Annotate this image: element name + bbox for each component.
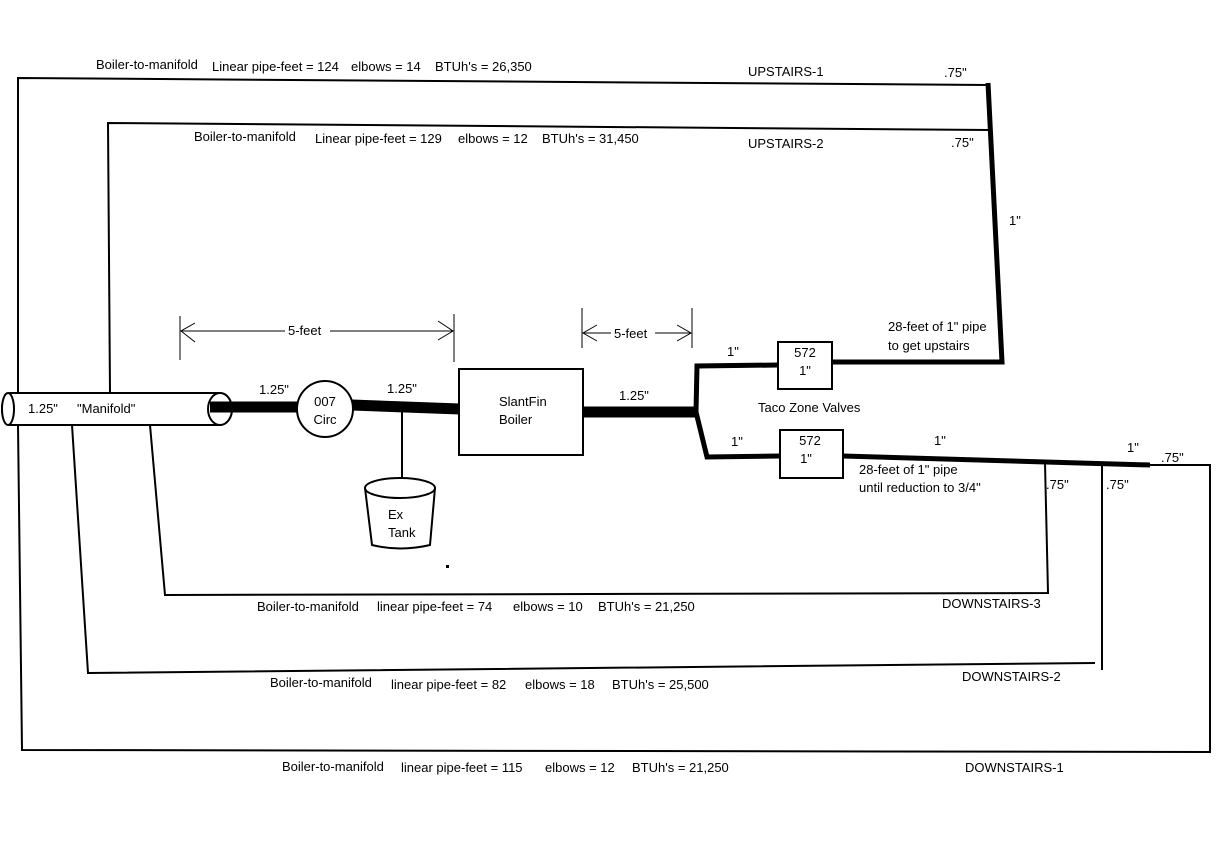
zone-name-upstairs-2: UPSTAIRS-2 [748, 136, 824, 151]
zone-valve-upper [777, 341, 833, 390]
zone-valve-lower [779, 429, 844, 479]
left-dimension-marker [179, 314, 455, 362]
ex-tank-label-1: Ex [388, 507, 404, 522]
pipe-size-downstairs-2: .75" [1106, 477, 1129, 492]
expansion-tank [364, 477, 436, 550]
zone-valve-upper-size: 1" [799, 363, 811, 378]
pipe-size-manifold-circ: 1.25" [259, 382, 289, 397]
zone-downstairs-3-info: Boiler-to-manifold linear pipe-feet = 74… [257, 599, 695, 614]
zone-btu: BTUh's = 21,250 [632, 760, 729, 775]
zone-route: Boiler-to-manifold [96, 57, 198, 72]
zone-downstairs-1-info: Boiler-to-manifold linear pipe-feet = 11… [282, 759, 729, 775]
boiler [458, 368, 584, 456]
manifold-size-label: 1.25" [28, 401, 58, 416]
pipe-size-lower-run: 1" [934, 433, 946, 448]
zone-name-upstairs-1: UPSTAIRS-1 [748, 64, 824, 79]
upstairs-note-line-1: 28-feet of 1" pipe [888, 319, 987, 334]
downstairs-2-loop [71, 424, 1096, 675]
zone-valves-caption: Taco Zone Valves [758, 400, 861, 415]
downstairs-1-loop [17, 424, 1211, 754]
downstairs-note-line-1: 28-feet of 1" pipe [859, 462, 958, 477]
pipe-size-lower-branch: 1" [731, 434, 743, 449]
zone-btu: BTUh's = 26,350 [435, 59, 532, 74]
pipe-size-upstairs-1: .75" [944, 65, 967, 80]
downstairs-main-pipe [842, 453, 1151, 468]
circulator-label-1: 007 [314, 394, 336, 409]
zone-pipe-feet: linear pipe-feet = 82 [391, 677, 506, 692]
zone-elbows: elbows = 12 [458, 131, 528, 146]
pipe-size-downstairs-1: .75" [1161, 450, 1184, 465]
pipe-size-upper-branch: 1" [727, 344, 739, 359]
zone-route: Boiler-to-manifold [270, 675, 372, 690]
zone-pipe-feet: linear pipe-feet = 74 [377, 599, 492, 614]
stray-dot [446, 565, 449, 568]
downstairs-note-line-2: until reduction to 3/4" [859, 480, 981, 495]
upstairs-note-line-2: to get upstairs [888, 338, 970, 353]
pipe-size-downstairs-3: .75" [1046, 477, 1069, 492]
zone-name-downstairs-2: DOWNSTAIRS-2 [962, 669, 1061, 684]
zone-name-downstairs-3: DOWNSTAIRS-3 [942, 596, 1041, 611]
zone-name-downstairs-1: DOWNSTAIRS-1 [965, 760, 1064, 775]
upstairs-1-loop [17, 76, 989, 393]
downstairs-3-loop [149, 424, 1050, 597]
zone-valve-lower-size: 1" [800, 451, 812, 466]
manifold [1, 392, 233, 426]
pipe-size-boiler-out: 1.25" [619, 388, 649, 403]
upstairs-riser-pipe [832, 82, 1005, 365]
boiler-label-1: SlantFin [499, 394, 547, 409]
zone-pipe-feet: Linear pipe-feet = 129 [315, 131, 442, 146]
zone-btu: BTUh's = 21,250 [598, 599, 695, 614]
zone-upstairs-2-info: Boiler-to-manifold Linear pipe-feet = 12… [194, 129, 639, 146]
zone-elbows: elbows = 14 [351, 59, 421, 74]
boiler-label-2: Boiler [499, 412, 533, 427]
zone-valve-upper-model: 572 [794, 345, 816, 360]
manifold-label: "Manifold" [77, 401, 136, 416]
zone-downstairs-2-info: Boiler-to-manifold linear pipe-feet = 82… [270, 675, 709, 692]
zone-btu: BTUh's = 25,500 [612, 677, 709, 692]
zone-route: Boiler-to-manifold [257, 599, 359, 614]
upstairs-2-loop [106, 121, 991, 394]
zone-pipe-feet: Linear pipe-feet = 124 [212, 59, 339, 74]
zone-route: Boiler-to-manifold [194, 129, 296, 144]
zone-branch-pipe [693, 362, 781, 460]
circulator-label-2: Circ [313, 412, 337, 427]
circ-to-boiler-pipe [351, 399, 461, 415]
pipe-size-riser: 1" [1009, 213, 1021, 228]
pipe-size-upstairs-2: .75" [951, 135, 974, 150]
zone-upstairs-1-info: Boiler-to-manifold Linear pipe-feet = 12… [96, 57, 532, 74]
zone-elbows: elbows = 12 [545, 760, 615, 775]
ex-tank-label-2: Tank [388, 525, 416, 540]
zone-pipe-feet: linear pipe-feet = 115 [401, 760, 523, 775]
zone-elbows: elbows = 18 [525, 677, 595, 692]
zone-valve-lower-model: 572 [799, 433, 821, 448]
right-dimension-marker [581, 308, 693, 348]
pipe-size-circ-boiler: 1.25" [387, 381, 417, 396]
zone-btu: BTUh's = 31,450 [542, 131, 639, 146]
circulator-pump [296, 380, 354, 438]
zone-route: Boiler-to-manifold [282, 759, 384, 774]
right-dimension-label: 5-feet [614, 326, 648, 341]
left-dimension-label: 5-feet [288, 323, 322, 338]
pipe-size-lower-run-end: 1" [1127, 440, 1139, 455]
zone-elbows: elbows = 10 [513, 599, 583, 614]
